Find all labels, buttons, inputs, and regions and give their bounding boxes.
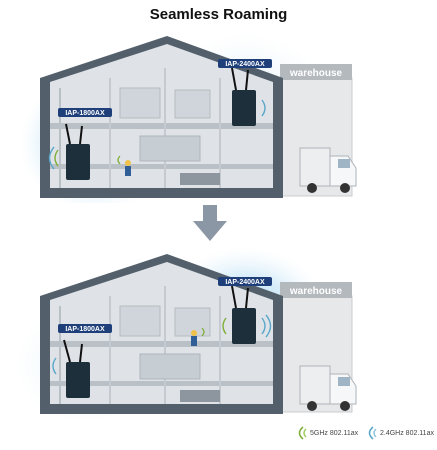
truck-icon <box>299 147 357 193</box>
roaming-scene-before: warehouse IAP-1800AX <box>20 33 357 203</box>
warehouse-label: warehouse <box>289 68 343 79</box>
legend-label-5ghz: 5GHz 802.11ax <box>310 429 359 437</box>
main-building <box>40 36 283 198</box>
wifi-24ghz-icon <box>368 426 377 440</box>
roaming-scene-after: warehouse IAP-1800AX <box>15 247 357 419</box>
worker-icon <box>191 327 205 346</box>
ap-tag-right-bg <box>218 277 272 286</box>
diagram-title: Seamless Roaming <box>149 6 288 23</box>
ap-tag-left-bg <box>58 324 112 333</box>
legend-label-24ghz: 2.4GHz 802.11ax <box>380 429 434 437</box>
ap-label-left: IAP-1800AX <box>65 110 105 117</box>
truck-icon <box>299 365 357 411</box>
main-building <box>40 254 283 414</box>
ap-tag-right-bg <box>218 59 272 68</box>
legend-item-24ghz: 2.4GHz 802.11ax <box>364 424 434 442</box>
access-point-left <box>48 123 90 180</box>
wifi-5ghz-icon <box>298 426 307 440</box>
worker-icon <box>117 155 131 176</box>
ap-label-right: IAP-2400AX <box>225 61 265 68</box>
access-point-left <box>52 339 90 398</box>
ap-tag-left-bg <box>58 108 112 117</box>
ap-label-right: IAP-2400AX <box>225 279 265 286</box>
access-point-right <box>222 285 272 344</box>
down-arrow-icon <box>193 205 227 241</box>
legend-item-5ghz: 5GHz 802.11ax <box>294 424 358 442</box>
warehouse-label: warehouse <box>289 286 343 297</box>
access-point-right <box>231 67 266 126</box>
ap-label-left: IAP-1800AX <box>65 326 105 333</box>
